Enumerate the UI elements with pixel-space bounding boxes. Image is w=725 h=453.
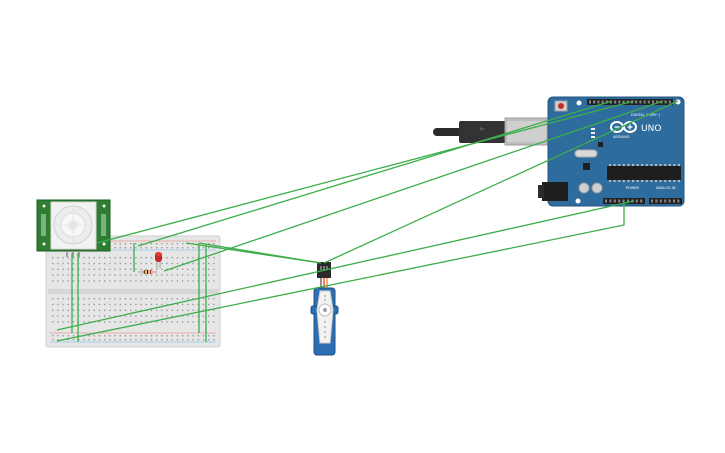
wire-led-to-digital-pin[interactable] [163, 100, 664, 272]
board-model-label: UNO [641, 124, 661, 134]
pir-motion-sensor[interactable] [36, 199, 111, 257]
power-header-label: POWER [626, 186, 640, 190]
atmega-chip-pins [609, 164, 680, 182]
wire-gnd-rail[interactable] [56, 200, 635, 331]
breadboard-holes [52, 243, 215, 341]
arduino-logo [610, 121, 637, 133]
digital-header-label: DIGITAL (PWM~) [631, 113, 661, 117]
resistor[interactable] [138, 270, 157, 274]
wires[interactable] [56, 100, 679, 342]
wire-breadboard-to-pin8[interactable] [137, 100, 613, 247]
red-led[interactable] [155, 252, 162, 268]
wire-servo-signal[interactable] [323, 100, 679, 264]
usb-cable [433, 117, 549, 146]
wire-5v-rail[interactable] [56, 201, 625, 342]
servo-motor[interactable] [310, 262, 339, 356]
board-brand-label: ARDUINO [613, 135, 630, 139]
wire-breadboard-to-pin7[interactable] [96, 100, 635, 244]
arduino-uno-board[interactable]: DIGITAL (PWM~) UNO ARDUINO POWER ANALOG [433, 96, 685, 207]
analog-header-label: ANALOG IN [656, 186, 676, 190]
wire-breadboard-to-servo-2[interactable] [198, 242, 322, 264]
